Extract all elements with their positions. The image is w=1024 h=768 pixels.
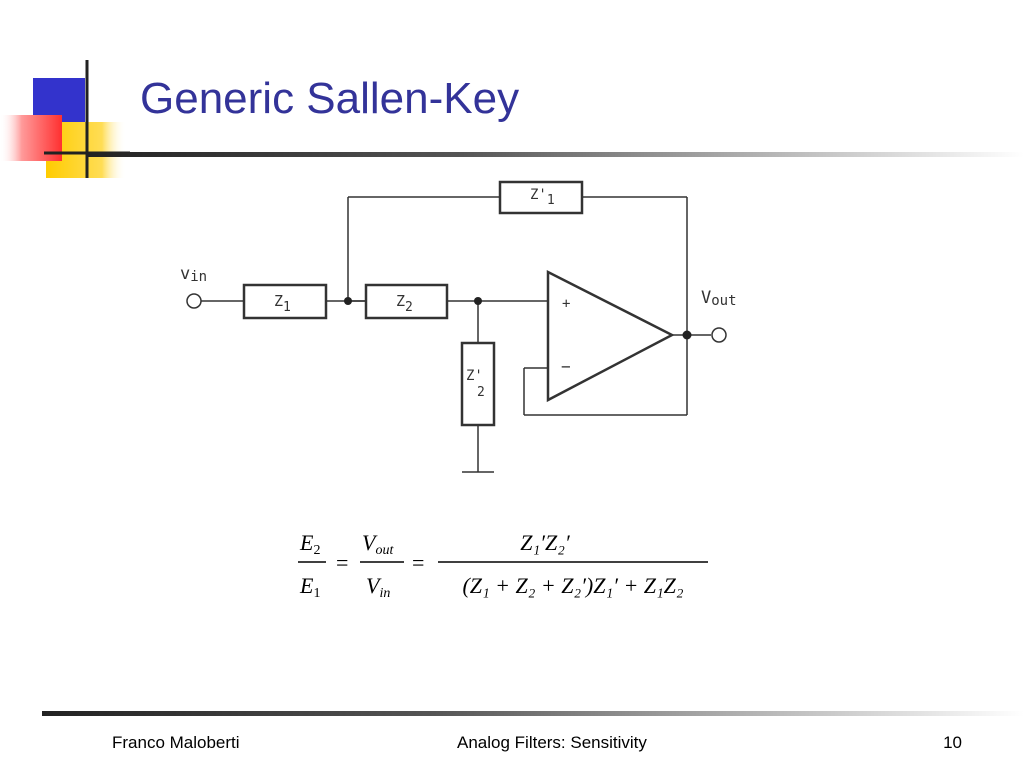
vin-terminal (186, 293, 202, 309)
mid-denominator: Vin (366, 573, 390, 601)
title-underline (88, 152, 1024, 157)
z1-label: Z1 (274, 292, 291, 315)
vin-label: vin (180, 264, 207, 285)
slide-logo (0, 60, 130, 178)
equals-sign-1: = (336, 550, 348, 575)
rhs-denominator: (Z₁ + Z₂ + Z₂′)Z₁′ + Z₁Z₂ (462, 573, 683, 598)
junction-node2 (474, 297, 482, 305)
mid-numerator: Vout (362, 530, 394, 558)
equals-sign-2: = (412, 550, 424, 575)
lhs-denominator: E1 (299, 573, 320, 601)
opamp-plus-sign: + (562, 296, 570, 312)
footer-course: Analog Filters: Sensitivity (457, 733, 647, 752)
impedance-z2-prime (460, 341, 496, 427)
z2-prime-sub: 2 (477, 385, 485, 400)
page-number: 10 (943, 733, 962, 752)
footer-rule (42, 711, 1024, 716)
impedance-z1 (242, 283, 328, 320)
z1-prime-label: Z'1 (530, 187, 555, 208)
transfer-function: E2 E1 = Vout Vin = Z₁′Z₂′ (Z₁ + Z₂ + Z₂′… (298, 530, 708, 601)
junction-output (682, 330, 692, 340)
vout-label: Vout (701, 288, 737, 309)
vout-terminal (711, 327, 727, 343)
junction-node1 (344, 297, 352, 305)
impedance-z1-prime (498, 180, 584, 215)
footer-author: Franco Maloberti (112, 733, 240, 752)
lhs-numerator: E2 (299, 530, 320, 558)
slide-title: Generic Sallen-Key (140, 74, 520, 123)
z2-prime-label: Z' (466, 368, 483, 384)
z2-label: Z2 (396, 292, 413, 315)
sallen-key-circuit: vin Vout Z1 Z2 Z'1 Z' 2 + − (180, 180, 737, 473)
opamp-minus-sign: − (561, 357, 571, 376)
rhs-numerator: Z₁′Z₂′ (520, 530, 571, 555)
impedance-z2 (364, 283, 449, 320)
opamp-triangle (546, 269, 675, 403)
